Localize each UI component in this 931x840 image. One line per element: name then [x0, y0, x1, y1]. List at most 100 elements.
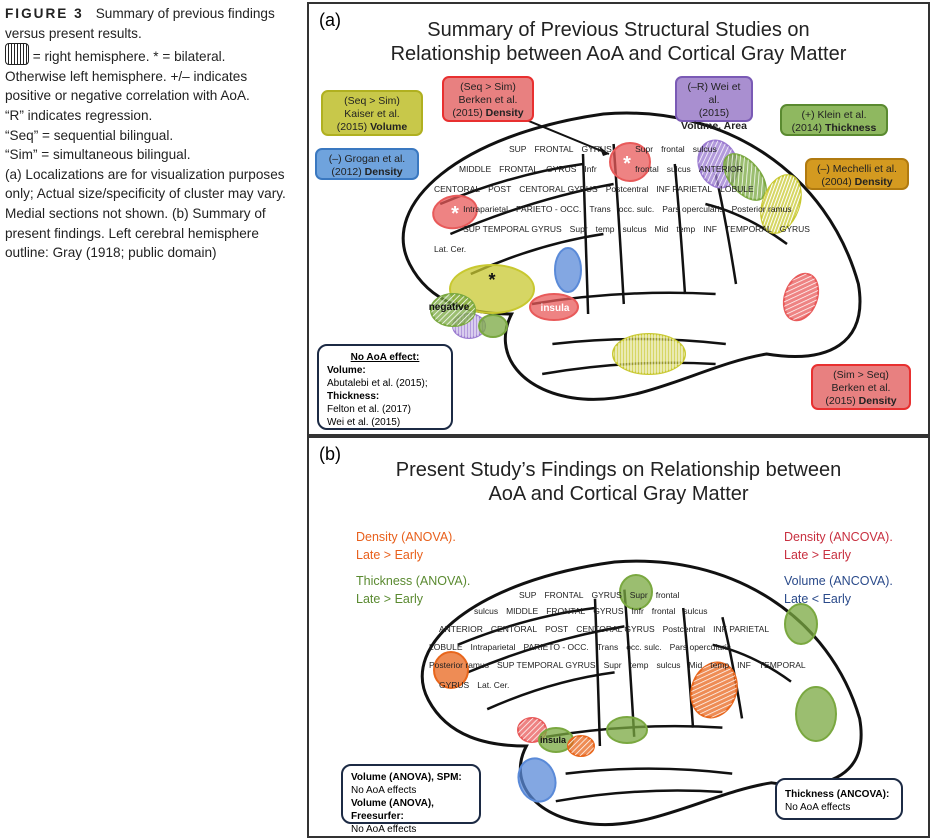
region-mechelli-hatch — [761, 175, 801, 233]
brain-region-label: FRONTAL — [544, 590, 583, 600]
brain-region-label: INF — [737, 660, 751, 670]
thickness-ancova-note: Thickness (ANCOVA):No AoA effects — [775, 778, 903, 820]
brain-region-label: SUP — [519, 590, 537, 600]
brain-region-label: temp — [676, 224, 695, 234]
insula-label: insula — [541, 303, 570, 314]
brain-region-label: INF PARIETAL — [713, 624, 769, 634]
brain-region-label: CENTORAL — [491, 624, 537, 634]
brain-region-label: sulcus — [693, 144, 717, 154]
brain-region-label: LOBULE — [429, 642, 463, 652]
sulcus-line — [705, 202, 788, 246]
brain-region-label: TEMPORAL — [759, 660, 806, 670]
finding-density-ancova: Density (ANCOVA).Late > Early — [784, 530, 893, 562]
no-effect-note: No AoA effect: Volume: Abutalebi et al. … — [317, 344, 453, 430]
brain-region-label: Intraparietal — [471, 642, 516, 652]
study-box-wei: (–R) Wei et al.(2015) Volume, Area — [675, 76, 753, 132]
brain-region-label: Infr — [584, 164, 596, 174]
insula-label: insula — [540, 735, 567, 745]
region-density-parietal-hatch — [691, 662, 737, 718]
brain-region-label: GYRUS — [592, 590, 623, 600]
brain-region-label: TEMPORAL — [725, 224, 772, 234]
brain-region-label: sulcus — [656, 660, 680, 670]
brain-region-label: SUP — [509, 144, 527, 154]
volume-anova-note: Volume (ANOVA), SPM:No AoA effects Volum… — [341, 764, 481, 835]
brain-region-label: LOBULE — [720, 184, 754, 194]
brain-region-label: Intraparietal — [463, 204, 508, 214]
brain-region-label: MIDDLE — [506, 606, 538, 616]
panel-a-label: (a) — [319, 10, 341, 30]
brain-region-label: frontal — [635, 164, 659, 174]
caption-line: (a) Localizations are for visualization … — [5, 166, 286, 261]
brain-region-label: INF — [703, 224, 717, 234]
brain-region-label: INF PARIETAL — [656, 184, 712, 194]
sulcus-line — [467, 625, 625, 674]
brain-region-label: sulcus — [623, 224, 647, 234]
negative-label: negative — [429, 302, 470, 313]
brain-region-label: FRONTAL — [546, 606, 585, 616]
study-box-klein: (+) Klein et al.(2014) Thickness — [780, 104, 888, 136]
brain-region-label: Mid — [655, 224, 669, 234]
study-box-kaiser: (Seq > Sim)Kaiser et al.(2015) Volume — [321, 90, 423, 136]
brain-region-label: GYRUS — [780, 224, 811, 234]
region-berken-frontal — [432, 194, 478, 230]
figure-label: FIGURE 3 — [5, 6, 84, 21]
sulcus-line — [581, 153, 590, 315]
region-volume-ancova — [517, 757, 557, 803]
brain-region-label: Pars opercularis — [662, 204, 723, 214]
brain-region-label: GYRUS — [593, 606, 624, 616]
sulcus-line — [712, 643, 792, 683]
region-klein-parietal-hatch — [724, 154, 766, 200]
sulcus-line — [449, 182, 614, 236]
brain-region-label: Posterior ramus — [732, 204, 792, 214]
bilateral-star: * — [488, 270, 495, 290]
sulcus-line — [565, 767, 733, 775]
brain-region-label: frontal — [652, 606, 676, 616]
study-box-mechelli: (–) Mechelli et al.(2004) Density — [805, 158, 909, 190]
right-hemisphere-stripe-icon — [5, 43, 29, 66]
brain-region-label: occ. sulc. — [626, 642, 661, 652]
brain-region-label: SUP TEMPORAL GYRUS — [463, 224, 562, 234]
region-thick-central — [619, 574, 653, 610]
panel-a-title: Summary of Previous Structural Studies o… — [390, 19, 847, 65]
brain-region-label: CENTORAL — [434, 184, 480, 194]
brain-region-label: Trans — [589, 204, 610, 214]
panel-b-label: (b) — [319, 444, 341, 464]
caption-line: = right hemisphere. * = bilateral. — [32, 49, 226, 65]
region-klein-negative-hatch — [431, 294, 475, 326]
brain-region-label: temp — [596, 224, 615, 234]
brain-region-label: Posterior ramus — [429, 660, 489, 670]
region-insula-a — [529, 293, 579, 321]
caption-line: “Sim” = simultaneous bilingual. — [5, 147, 191, 163]
brain-region-label: Supr — [635, 144, 653, 154]
sulcus-line — [721, 616, 744, 719]
finding-density-anova: Density (ANOVA).Late > Early — [356, 530, 456, 562]
brain-region-label: ANTERIOR — [439, 624, 483, 634]
brain-region-label: Postcentral — [663, 624, 706, 634]
region-density-frontal — [433, 651, 469, 689]
caption-line: Summary of previous findings versus pres… — [5, 6, 275, 41]
region-grogan — [554, 247, 582, 293]
brain-region-label: GYRUS — [546, 164, 577, 174]
sulcus-line — [681, 607, 695, 728]
brain-region-label: occ. sulc. — [619, 204, 654, 214]
brain-region-label: ANTERIOR — [699, 164, 743, 174]
bilateral-star: * — [623, 153, 631, 175]
brain-region-label: temp — [710, 660, 729, 670]
brain-region-label: frontal — [656, 590, 680, 600]
study-box-berken-seq: (Seq > Sim)Berken et al.(2015) Density — [442, 76, 534, 122]
brain-region-label: sulcus — [474, 606, 498, 616]
caption-line: Otherwise left hemisphere. +/– indicates… — [5, 68, 250, 104]
sulcus-line — [593, 598, 602, 747]
sulcus-line — [673, 163, 687, 295]
brain-region-label: Postcentral — [606, 184, 649, 194]
caption-line: “Seq” = sequential bilingual. — [5, 127, 174, 143]
arrowhead-icon — [599, 146, 609, 156]
brain-region-label: POST — [545, 624, 568, 634]
brain-region-label: MIDDLE — [459, 164, 491, 174]
finding-thickness-anova: Thickness (ANOVA).Late > Early — [356, 574, 471, 606]
brain-region-label: sulcus — [667, 164, 691, 174]
brain-region-label: PARIETO - OCC. — [523, 642, 588, 652]
